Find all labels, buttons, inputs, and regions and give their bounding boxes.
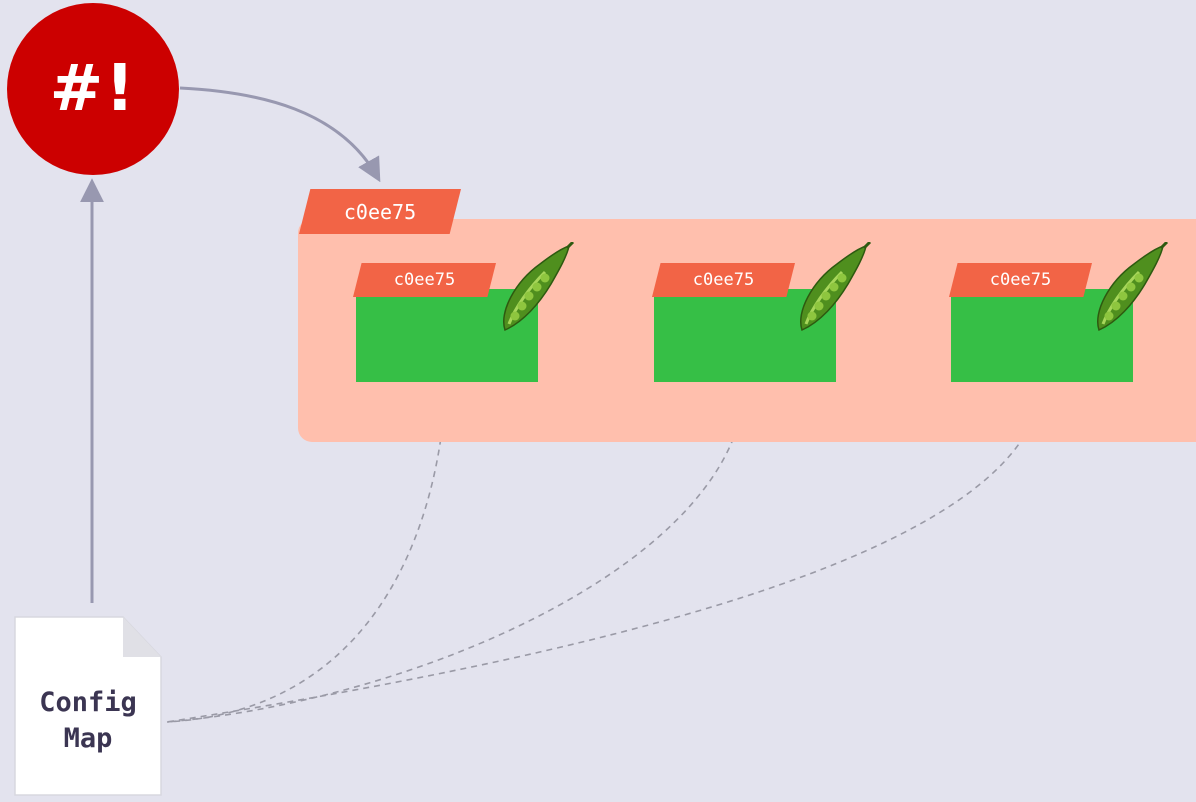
config-map-label: Config Map (11, 685, 165, 757)
controller-node: #! (7, 3, 179, 175)
config-map-document-icon (14, 616, 162, 796)
pod-3-tag: c0ee75 (949, 263, 1092, 297)
pod-1-configmap-link (166, 383, 447, 723)
pod-1-tag: c0ee75 (353, 263, 496, 297)
controller-label: #! (49, 52, 137, 126)
config-map-label-line1: Config (39, 687, 137, 718)
controller-to-deployment-arrow (179, 86, 381, 183)
config-map-label-line2: Map (63, 723, 113, 754)
pod-2-tag: c0ee75 (652, 263, 795, 297)
pea-pod-icon (1097, 242, 1169, 332)
pod-2-configmap-link (166, 383, 746, 723)
pod-3-configmap-link (166, 383, 1043, 723)
pea-pod-icon (503, 242, 575, 332)
deployment-tag: c0ee75 (299, 189, 461, 234)
pea-pod-icon (800, 242, 872, 332)
